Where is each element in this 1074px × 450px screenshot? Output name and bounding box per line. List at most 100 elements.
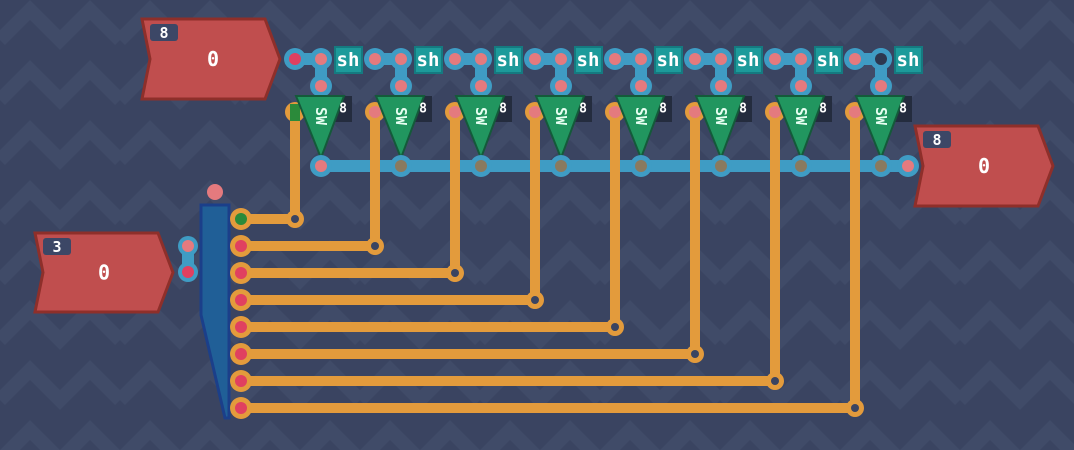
decoder[interactable]: [199, 203, 231, 420]
shift-block[interactable]: sh: [654, 46, 683, 74]
switch-body[interactable]: [694, 95, 746, 161]
value-input[interactable]: 80: [140, 17, 282, 101]
bus-pin: [395, 53, 407, 65]
selector-pin: [182, 240, 194, 252]
value-input-value: 0: [207, 47, 219, 71]
bus-pin: [769, 53, 781, 65]
wire-corner-hole: [771, 377, 779, 385]
switch-enable-pin: [290, 104, 300, 121]
output-bus-pin: [902, 160, 914, 172]
shift-block-body[interactable]: [414, 46, 443, 74]
switch-bits-label: 8: [899, 102, 907, 117]
switch-body[interactable]: [534, 95, 586, 161]
output-bus-pin: [635, 160, 647, 172]
wire-corner-hole: [611, 323, 619, 331]
switch-enable-pin: [689, 106, 701, 118]
decoder-output-pin: [235, 348, 247, 360]
shift-label: sh: [897, 49, 920, 71]
shift-block[interactable]: sh: [894, 46, 923, 74]
decoder-output-pin: [235, 375, 247, 387]
switch-body[interactable]: [854, 95, 906, 161]
switch-body[interactable]: [374, 95, 426, 161]
switch-4[interactable]: SW 8: [614, 95, 672, 161]
bus-pin: [369, 53, 381, 65]
shift-label: sh: [497, 49, 520, 71]
switch-bits-label: 8: [819, 102, 827, 117]
bus-pin: [715, 53, 727, 65]
switch-bits-label: 8: [499, 102, 507, 117]
selector-input[interactable]: 30: [33, 231, 175, 314]
bus-pin: [449, 53, 461, 65]
shift-block-body[interactable]: [334, 46, 363, 74]
switch-label: SW: [632, 107, 650, 126]
selector-input-value: 0: [98, 261, 110, 285]
output-bus-pin: [395, 160, 407, 172]
shift-block[interactable]: sh: [734, 46, 763, 74]
switch-enable-pin: [769, 106, 781, 118]
output-block[interactable]: 80: [913, 124, 1055, 208]
shift-label: sh: [577, 49, 600, 71]
shift-block[interactable]: sh: [494, 46, 523, 74]
output-bus-pin: [555, 160, 567, 172]
switch-body[interactable]: [614, 95, 666, 161]
bus-pin: [715, 80, 727, 92]
shift-block[interactable]: sh: [414, 46, 443, 74]
switch-label: SW: [312, 107, 330, 126]
switch-3[interactable]: SW 8: [534, 95, 592, 161]
bus-pin: [555, 53, 567, 65]
output-bus-pin: [315, 160, 327, 172]
switch-bits-label: 8: [579, 102, 587, 117]
wire-corner-hole: [451, 269, 459, 277]
shift-block-body[interactable]: [574, 46, 603, 74]
output-block-value: 0: [978, 154, 990, 178]
value-input-bits-label: 8: [159, 24, 168, 42]
switch-body[interactable]: [294, 95, 346, 161]
shift-block[interactable]: sh: [814, 46, 843, 74]
bus-pin: [875, 80, 887, 92]
selector-input-bits-label: 3: [52, 238, 61, 256]
switch-label: SW: [552, 107, 570, 126]
shift-block[interactable]: sh: [334, 46, 363, 74]
bus-pin: [689, 53, 701, 65]
decoder-output-pin: [235, 213, 247, 225]
switch-body[interactable]: [454, 95, 506, 161]
selector-pin: [182, 266, 194, 278]
output-bus-pin: [475, 160, 487, 172]
shift-block-body[interactable]: [734, 46, 763, 74]
bus-pin: [875, 53, 887, 65]
bus-pin: [475, 53, 487, 65]
bus-pin: [315, 53, 327, 65]
wire-corner-hole: [531, 296, 539, 304]
switch-bits-label: 8: [659, 102, 667, 117]
output-bus-pin: [795, 160, 807, 172]
wire-corner-hole: [691, 350, 699, 358]
shift-block-body[interactable]: [894, 46, 923, 74]
switch-label: SW: [392, 107, 410, 126]
output-block-bits-label: 8: [932, 131, 941, 149]
decoder-output-pin: [235, 402, 247, 414]
output-bus-pin: [715, 160, 727, 172]
shift-block-body[interactable]: [494, 46, 523, 74]
output-bus-pin: [875, 160, 887, 172]
shift-block[interactable]: sh: [574, 46, 603, 74]
bus-pin: [635, 80, 647, 92]
shift-label: sh: [657, 49, 680, 71]
switch-body[interactable]: [774, 95, 826, 161]
wire-corner-hole: [371, 242, 379, 250]
bus-pin: [795, 53, 807, 65]
selector-input-bits-badge: [43, 238, 71, 255]
bus-pin: [315, 80, 327, 92]
decoder-output-pin: [235, 294, 247, 306]
bus-pin: [795, 80, 807, 92]
switch-enable-pin: [849, 106, 861, 118]
shift-block-body[interactable]: [814, 46, 843, 74]
switch-label: SW: [712, 107, 730, 126]
shift-block-body[interactable]: [654, 46, 683, 74]
